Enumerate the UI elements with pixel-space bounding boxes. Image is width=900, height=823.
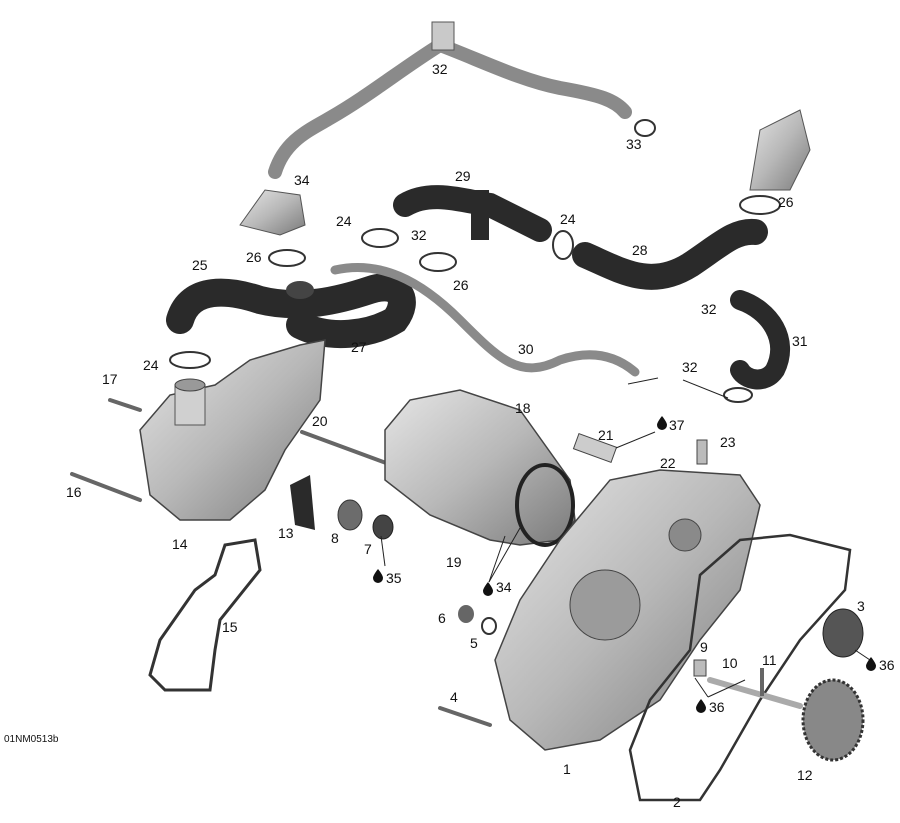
shaft-10 [707, 677, 803, 709]
thermostat-housing-upper [749, 109, 811, 191]
callout-32-a: 32 [411, 227, 427, 243]
callout-5: 5 [470, 635, 478, 651]
callout-24-c: 24 [143, 357, 159, 373]
callout-11: 11 [762, 652, 777, 668]
callout-37: 37 [669, 417, 685, 433]
callout-31: 31 [792, 333, 808, 349]
callout-36-c: 36 [879, 657, 895, 673]
callout-26-a: 26 [246, 249, 262, 265]
oil-drop-icon [657, 416, 667, 430]
crankcase-cover [494, 469, 761, 751]
coolant-hose-29 [393, 185, 552, 242]
callout-34-a: 33 [626, 136, 642, 152]
callout-7: 7 [364, 541, 372, 557]
callout-4: 4 [450, 689, 458, 705]
coolant-hose-30 [330, 262, 640, 377]
gear-12 [801, 678, 865, 762]
callout-3: 3 [857, 598, 865, 614]
sensor-21 [572, 433, 618, 463]
callout-14: 14 [172, 536, 188, 552]
callout-24-b: 24 [560, 211, 576, 227]
callout-36-a: 35 [386, 570, 402, 586]
callout-30: 30 [518, 341, 534, 357]
callout-27: 27 [351, 339, 367, 355]
coolant-hose-25-27 [166, 273, 416, 348]
callout-36-b: 36 [709, 699, 725, 715]
bearing-7 [372, 514, 394, 540]
callout-34-b: 34 [294, 172, 310, 188]
diagram-code: 01NM0513b [4, 734, 59, 745]
stator-housing [384, 389, 576, 547]
screws [70, 398, 492, 727]
water-pump-housing [139, 339, 326, 521]
callout-16: 16 [66, 484, 82, 500]
callout-23: 23 [720, 434, 736, 450]
parts-5-6-9-11 [458, 605, 764, 696]
callout-22: 22 [660, 455, 676, 471]
callout-25: 25 [192, 257, 208, 273]
callout-17: 17 [102, 371, 118, 387]
callout-24-a: 24 [336, 213, 352, 229]
oil-drop-icon [696, 699, 706, 713]
callout-13: 13 [278, 525, 294, 541]
callout-10: 10 [722, 655, 738, 671]
coolant-hose-31 [730, 290, 790, 390]
callout-29: 29 [455, 168, 471, 184]
callout-32-c: 32 [682, 359, 698, 375]
callout-20: 20 [312, 413, 328, 429]
callout-2: 2 [673, 794, 681, 810]
callout-8: 8 [331, 530, 339, 546]
oil-drop-icon [483, 582, 493, 596]
seal-8 [337, 499, 363, 531]
callout-1: 1 [563, 761, 571, 777]
thermostat-housing-lower [239, 189, 306, 236]
leader-lines [380, 377, 871, 698]
gasket-15 [148, 538, 262, 692]
callout-18: 18 [515, 400, 531, 416]
callout-15: 15 [222, 619, 238, 635]
hose-clamps [169, 119, 781, 403]
callout-9: 9 [700, 639, 708, 655]
oil-drop-icon [373, 569, 383, 583]
oil-drop-callouts: 34 35 36 36 37 [373, 416, 895, 715]
oil-drop-icon [866, 657, 876, 671]
callout-26-c: 26 [778, 194, 794, 210]
callout-28: 28 [632, 242, 648, 258]
coolant-hose-33 [268, 21, 632, 179]
callout-19: 19 [446, 554, 462, 570]
callout-labels: 1 2 3 4 5 6 7 8 9 10 11 12 13 14 15 16 1… [66, 61, 865, 810]
callout-21: 21 [598, 427, 614, 443]
callout-32-b: 32 [701, 301, 717, 317]
cover-gasket-2 [628, 533, 852, 802]
callout-33: 32 [432, 61, 448, 77]
callout-26-b: 26 [453, 277, 469, 293]
impeller-13 [290, 475, 315, 530]
coolant-hose-28 [572, 218, 768, 290]
callout-12: 12 [797, 767, 813, 783]
bolt-23 [696, 439, 708, 465]
gear-3 [822, 608, 864, 658]
callout-6: 6 [438, 610, 446, 626]
callout-35: 34 [496, 579, 512, 595]
